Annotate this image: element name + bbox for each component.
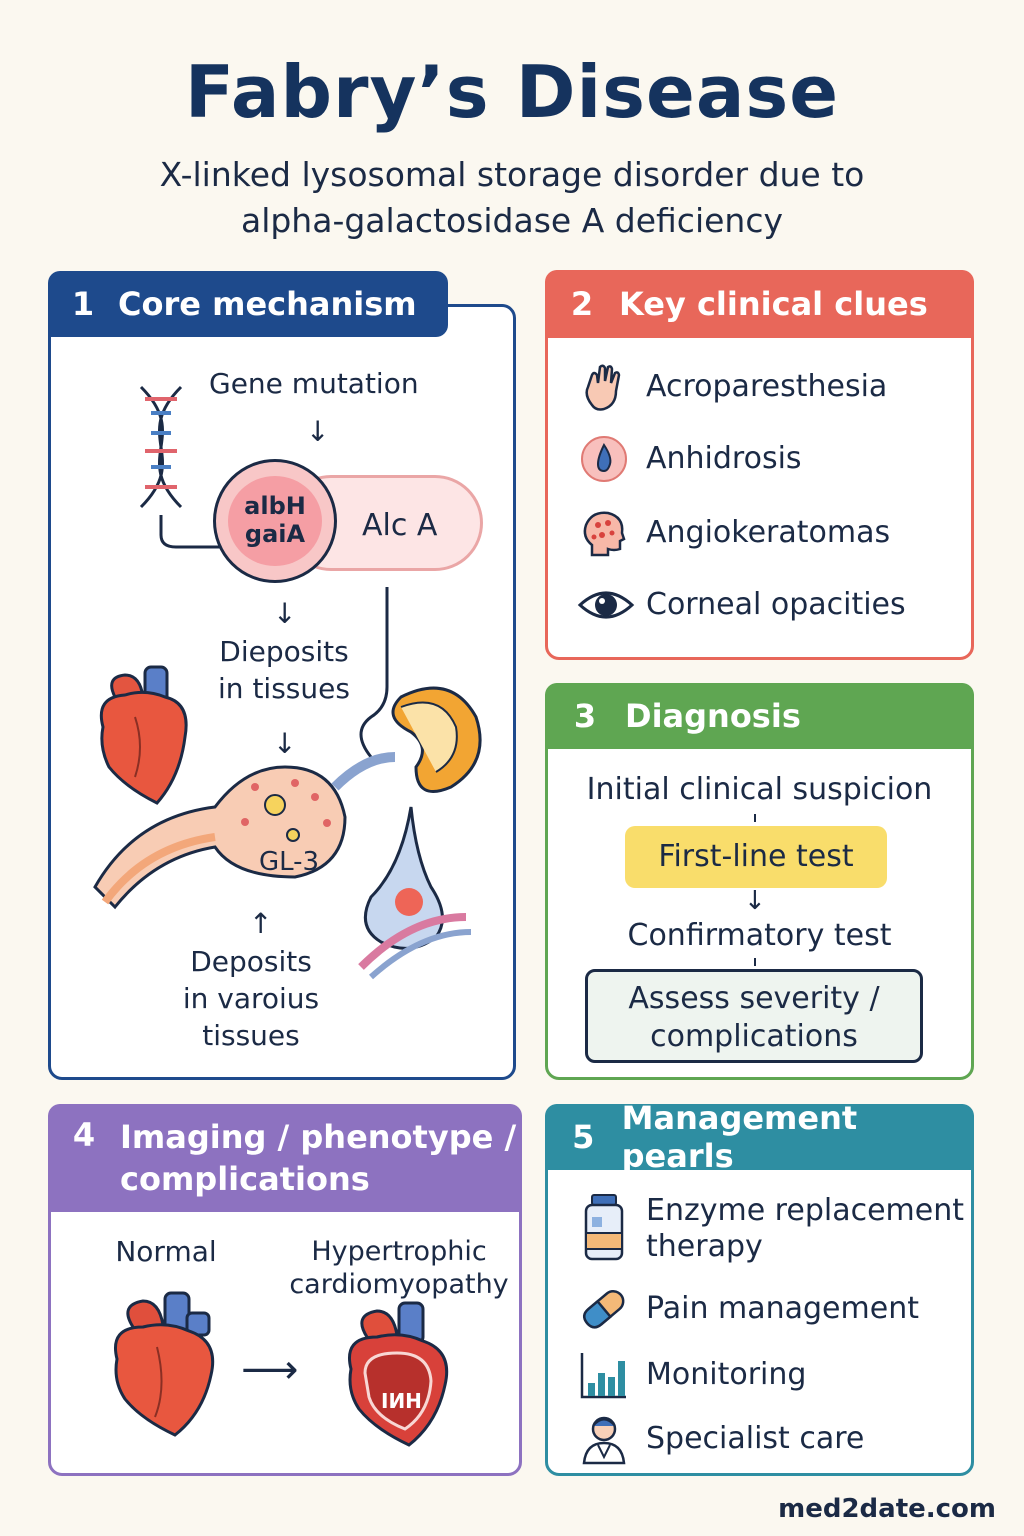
management-item: Specialist care (578, 1413, 864, 1465)
arrow-right-icon: ⟶ (241, 1347, 299, 1393)
deposits-line-2: in tissues (218, 672, 350, 705)
face-rash-icon (578, 507, 630, 559)
panel-title-line-1: Imaging / phenotype / (120, 1118, 517, 1156)
enzyme-capsule-label: Alc A (362, 508, 438, 543)
deposits-tissues-label: Dieposits in tissues (201, 633, 367, 707)
management-label: Pain management (646, 1291, 919, 1326)
clue-label: Anhidrosis (646, 441, 802, 476)
first-line-test-label: First-line test (658, 839, 854, 874)
panel-title: Core mechanism (118, 285, 417, 323)
hcm-line-2: cardiomyopathy (289, 1269, 509, 1300)
panel-title-line-2: complications (120, 1160, 370, 1198)
diagnosis-step-confirmatory: Confirmatory test (627, 918, 892, 953)
core-mechanism-panel: 1 Core mechanism Gene mutation ↓ Alc A a… (48, 271, 516, 1080)
panel-number: 2 (570, 285, 594, 323)
diagnosis-panel: 3 Diagnosis Initial clinical suspicion F… (545, 683, 974, 1080)
pill-icon (578, 1283, 630, 1335)
various-line-2: in varoius (182, 982, 320, 1015)
management-item: Enzyme replacement therapy (578, 1193, 964, 1265)
various-line-3: tissues (202, 1019, 300, 1052)
imaging-header: 4 Imaging / phenotype / complications (48, 1104, 522, 1212)
arrow-down-icon: ↓ (273, 727, 297, 760)
imaging-panel: 4 Imaging / phenotype / complications No… (48, 1104, 522, 1476)
arrow-down-icon: ↓ (273, 597, 297, 630)
management-label-line-1: Enzyme replacement (646, 1193, 964, 1228)
various-tissues-label: Deposits in varoius tissues (161, 943, 341, 1054)
panel-number: 5 (572, 1118, 595, 1156)
clue-label: Corneal opacities (646, 587, 906, 622)
normal-heart-icon (114, 1291, 215, 1437)
hcm-line-1: Hypertrophic (311, 1236, 487, 1267)
doctor-icon (578, 1413, 630, 1465)
flow-connector (754, 958, 756, 966)
subtitle-line-2: alpha-galactosidase A deficiency (240, 201, 784, 240)
clue-item: Corneal opacities (577, 579, 906, 631)
enzyme-circle-line-2: gaiA (244, 520, 306, 548)
hypertrophic-heart-icon (348, 1301, 449, 1447)
management-header: 5 Management pearls (545, 1099, 974, 1175)
clue-label: Acroparesthesia (646, 369, 888, 404)
clue-item: Acroparesthesia (578, 361, 887, 413)
diagnosis-step-suspicion: Initial clinical suspicion (586, 772, 933, 807)
heart-icon (99, 665, 188, 805)
clinical-clues-header: 2 Key clinical clues (545, 270, 974, 338)
panel-title: Diagnosis (625, 697, 801, 735)
clue-label: Angiokeratomas (646, 515, 891, 550)
panel-title: Key clinical clues (619, 285, 928, 323)
management-item: Pain management (578, 1283, 919, 1335)
clue-item: Anhidrosis (578, 433, 802, 485)
assess-line-2: complications (650, 1019, 858, 1054)
management-label: Enzyme replacement therapy (646, 1193, 964, 1265)
panel-title: Management pearls (621, 1099, 858, 1175)
normal-label: Normal (115, 1235, 217, 1268)
management-label-line-2: therapy (646, 1229, 763, 1264)
watermark: med2date.com (778, 1494, 996, 1524)
core-mechanism-header: 1 Core mechanism (48, 271, 448, 337)
kidney-icon (391, 686, 482, 793)
arrow-down-icon: ↓ (306, 415, 330, 448)
assess-severity-box: Assess severity / complications (585, 969, 923, 1063)
enzyme-circle-line-1: albH (244, 492, 306, 520)
flow-connector (754, 814, 756, 822)
management-label: Monitoring (646, 1357, 807, 1392)
vial-icon (578, 1193, 630, 1263)
gl3-label: GL-3 (259, 847, 320, 877)
gene-mutation-label: Gene mutation (209, 367, 419, 400)
hand-icon (578, 361, 630, 413)
nerve-cell-icon (93, 752, 396, 910)
vessel-cell-icon (358, 806, 472, 980)
panel-title: Imaging / phenotype / complications (120, 1116, 516, 1200)
arrow-up-icon: ↑ (249, 907, 273, 940)
vessel-lines (359, 587, 389, 758)
sweat-drop-icon (578, 433, 630, 485)
management-panel: 5 Management pearls Enzyme replacement t… (545, 1099, 974, 1476)
page-subtitle: X-linked lysosomal storage disorder due … (100, 152, 924, 244)
bar-chart-icon (578, 1349, 630, 1401)
various-line-1: Deposits (190, 945, 312, 978)
management-item: Monitoring (578, 1349, 806, 1401)
panel-number: 4 (72, 1116, 96, 1154)
hcm-label: Hypertrophic cardiomyopathy (287, 1235, 511, 1301)
clinical-clues-panel: 2 Key clinical clues Acroparesthesia Anh… (545, 270, 974, 660)
first-line-test-box: First-line test (625, 826, 887, 888)
subtitle-line-1: X-linked lysosomal storage disorder due … (159, 155, 865, 194)
deposits-line-1: Dieposits (219, 635, 349, 668)
clue-item: Angiokeratomas (578, 507, 890, 559)
heart-label: IИH (381, 1389, 422, 1413)
enzyme-circle: albH gaiA (213, 459, 337, 583)
management-label: Specialist care (646, 1421, 865, 1456)
assess-line-1: Assess severity / (628, 981, 880, 1016)
diagnosis-header: 3 Diagnosis (545, 683, 974, 749)
panel-number: 3 (573, 697, 597, 735)
page-title: Fabry’s Disease (184, 50, 840, 134)
arrow-down-icon: ↓ (744, 886, 766, 916)
eye-icon (577, 579, 635, 631)
panel-number: 1 (71, 285, 95, 323)
dna-icon (139, 385, 221, 549)
